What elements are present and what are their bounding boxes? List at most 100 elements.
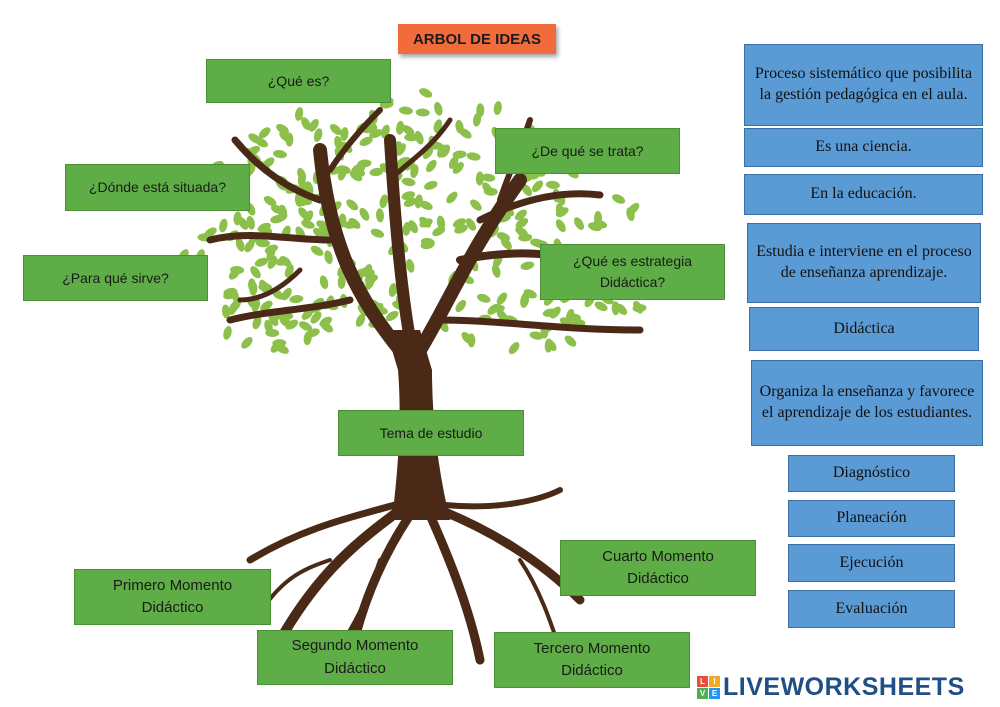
worksheet-title: ARBOL DE IDEAS <box>398 24 556 54</box>
leaf <box>355 313 366 327</box>
label-que-es[interactable]: ¿Qué es? <box>206 59 391 103</box>
leaf <box>230 265 245 275</box>
tree-trunk-and-roots <box>206 107 644 665</box>
leaf <box>406 258 415 273</box>
leaf <box>219 218 228 233</box>
leaf <box>258 283 273 292</box>
leaf <box>467 333 476 348</box>
leaf <box>529 331 544 340</box>
leaf <box>415 108 430 117</box>
leaf <box>313 128 323 142</box>
leaf <box>279 130 292 142</box>
leaf <box>299 321 312 331</box>
leaf <box>396 120 405 135</box>
leaf <box>359 136 373 147</box>
leaf <box>424 180 438 190</box>
leaf <box>465 218 477 231</box>
leaf <box>454 224 468 234</box>
leaf <box>279 256 292 267</box>
leaf <box>369 167 384 177</box>
answer-ejecucion[interactable]: Ejecución <box>788 544 955 582</box>
leaf <box>521 292 530 307</box>
leaf <box>567 313 581 322</box>
leaf <box>545 180 560 189</box>
logo-letter-l: L <box>697 675 708 687</box>
leaf <box>452 162 464 174</box>
leaf <box>594 301 608 312</box>
answer-es-una-ciencia[interactable]: Es una ciencia. <box>744 128 983 167</box>
leaf <box>410 164 419 179</box>
leaf <box>515 218 529 229</box>
leaf <box>408 220 418 234</box>
leaf <box>436 215 446 230</box>
leaf <box>420 237 435 247</box>
answer-estudia-e-interviene[interactable]: Estudia e interviene en el proceso de en… <box>747 223 981 303</box>
leaf <box>612 194 626 204</box>
label-primero-momento[interactable]: Primero Momento Didáctico <box>74 569 271 625</box>
answer-didactica[interactable]: Didáctica <box>749 307 979 351</box>
leaf <box>241 337 253 349</box>
leaf <box>403 197 417 207</box>
leaf <box>267 255 278 269</box>
leaf <box>404 133 419 142</box>
answer-evaluacion[interactable]: Evaluación <box>788 590 955 628</box>
leaf <box>414 130 424 145</box>
leaf <box>306 328 320 338</box>
leaf <box>493 101 502 116</box>
answer-organiza-la-ensenanza[interactable]: Organiza la enseñanza y favorece el apre… <box>751 360 983 446</box>
label-donde-esta-situada[interactable]: ¿Dónde está situada? <box>65 164 250 211</box>
leaf <box>385 310 399 321</box>
leaf <box>255 137 268 148</box>
answer-proceso-sistematico[interactable]: Proceso sistemático que posibilita la ge… <box>744 44 983 126</box>
leaf <box>611 301 620 316</box>
leaf <box>310 245 324 256</box>
leaf <box>319 275 329 290</box>
leaf <box>481 173 496 182</box>
label-que-es-estrategia[interactable]: ¿Qué es estrategia Didáctica? <box>540 244 725 300</box>
leaf <box>233 211 242 226</box>
leaf <box>301 117 311 131</box>
leaf <box>401 177 416 187</box>
label-segundo-momento[interactable]: Segundo Momento Didáctico <box>257 630 453 685</box>
leaf <box>284 264 294 278</box>
label-para-que-sirve[interactable]: ¿Para qué sirve? <box>23 255 208 301</box>
leaf <box>340 127 349 142</box>
leaf <box>588 222 602 232</box>
answer-diagnostico[interactable]: Diagnóstico <box>788 455 955 492</box>
label-tercero-momento[interactable]: Tercero Momento Didáctico <box>494 632 690 688</box>
leaf <box>308 118 319 132</box>
leaf <box>626 207 635 222</box>
logo-letter-i: I <box>709 675 720 687</box>
leaf <box>398 106 413 115</box>
leaf <box>574 217 584 230</box>
leaf <box>496 292 508 305</box>
leaf <box>250 266 261 279</box>
leaf <box>263 196 277 207</box>
leaf <box>329 123 342 136</box>
leaf <box>324 250 333 265</box>
leaf <box>520 261 535 270</box>
leaf <box>259 224 273 235</box>
label-cuarto-momento[interactable]: Cuarto Momento Didáctico <box>560 540 756 596</box>
leaf <box>289 295 304 304</box>
leaf <box>542 308 557 317</box>
leaf <box>426 159 437 173</box>
answer-en-la-educacion[interactable]: En la educación. <box>744 174 983 215</box>
answer-planeacion[interactable]: Planeación <box>788 500 955 537</box>
label-tema-de-estudio[interactable]: Tema de estudio <box>338 410 524 456</box>
leaf <box>246 215 255 230</box>
leaf <box>249 281 258 296</box>
leaf <box>531 180 544 193</box>
leaf <box>254 257 269 267</box>
leaf <box>256 239 270 248</box>
leaf <box>379 194 389 209</box>
leaf <box>301 308 314 320</box>
label-de-que-se-trata[interactable]: ¿De qué se trata? <box>495 128 680 174</box>
leaf <box>337 166 347 181</box>
leaf <box>437 144 447 158</box>
leaf <box>223 290 237 300</box>
logo-letter-v: V <box>697 687 708 699</box>
leaf <box>475 171 484 186</box>
leaf <box>514 209 527 221</box>
leaf <box>419 88 433 98</box>
